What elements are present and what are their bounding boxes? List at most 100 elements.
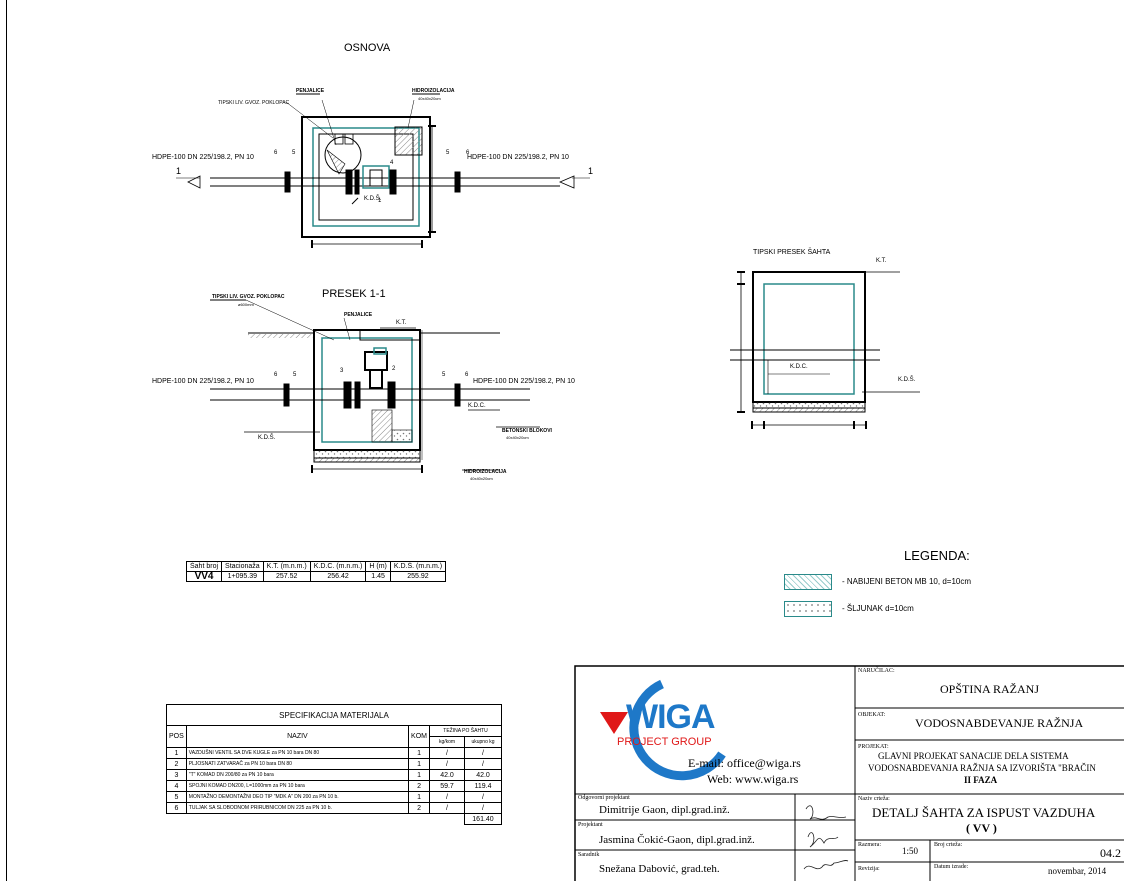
pos-label: 4: [390, 160, 394, 166]
table-row: 2 PLJOSNATI ZATVARAČ za PN 10 bara DN 80…: [166, 758, 502, 770]
table-header-cell: Šaht broj: [185, 561, 223, 572]
lbl-broj: Broj crteža:: [934, 842, 963, 848]
objekat: VODOSNABDEVANJE RAŽNJA: [915, 716, 1084, 730]
table-header-cell: Stacionaža: [221, 561, 264, 572]
kdc-label: K.D.C.: [468, 403, 486, 409]
table-cell: /: [429, 791, 465, 803]
table-cell: PLJOSNATI ZATVARAČ za PN 10 bara DN 80: [185, 758, 410, 770]
svg-text:PENJALICE: PENJALICE: [344, 312, 373, 318]
lbl-razmera: Razmera:: [858, 842, 881, 848]
table-row: 1 VAZDUŠNI VENTIL SA DVE KUGLE za PN 10 …: [166, 747, 502, 759]
wiga-logo: [600, 679, 726, 781]
table-cell: /: [464, 791, 502, 803]
total-spacer: [166, 813, 465, 825]
table-cell: 2: [408, 802, 430, 814]
saradnik: Snežana Dabović, grad.teh.: [599, 863, 720, 875]
shaft-data-table: Šaht broj Stacionaža K.T. (m.n.m.) K.D.C…: [185, 561, 447, 582]
table-cell: 1: [408, 758, 430, 770]
broj-crteza: 04.2: [1100, 846, 1121, 860]
projektant: Jasmina Čokić-Gaon, dipl.grad.inž.: [599, 834, 755, 846]
legend-title: LEGENDA:: [904, 548, 970, 563]
table-cell: VAZDUŠNI VENTIL SA DVE KUGLE za PN 10 ba…: [185, 747, 410, 759]
pos-label: 3: [340, 368, 344, 374]
logo-wiga: WIGA: [626, 698, 716, 736]
svg-text:40x40x20cm: 40x40x20cm: [470, 476, 493, 481]
razmera: 1:50: [902, 846, 919, 856]
table-cell: MONTAŽNO DEMONTAŽNI DEO TIP "MDK A" DN 2…: [185, 791, 410, 803]
total-row: 161.40: [166, 813, 502, 825]
table-cell: 4: [166, 780, 187, 792]
pos-label: 2: [392, 366, 396, 372]
pipe-label-left-plan: HDPE-100 DN 225/198.2, PN 10: [152, 154, 254, 161]
table-cell: /: [464, 802, 502, 814]
datum: novembar, 2014: [1048, 866, 1107, 876]
spec-title: SPECIFIKACIJA MATERIJALA: [166, 704, 502, 726]
typical-section-view: [730, 271, 920, 429]
section-title: PRESEK 1-1: [322, 288, 386, 300]
email: E-mail: office@wiga.rs: [688, 756, 801, 770]
table-cell: SPOJNI KOMAD DN200, L=1000mm za PN 10 ba…: [185, 780, 410, 792]
pos-label: 6: [274, 372, 278, 378]
pipe-label-left-section: HDPE-100 DN 225/198.2, PN 10: [152, 378, 254, 385]
table-row: 4 SPOJNI KOMAD DN200, L=1000mm za PN 10 …: [166, 780, 502, 792]
legend-item: - NABIJENI BETON MB 10, d=10cm: [842, 577, 972, 586]
pos-label: 5: [446, 150, 450, 156]
kds-label: K.D.Š.: [364, 196, 382, 202]
table-cell: 2: [166, 758, 187, 770]
lbl-objekat: OBJEKAT:: [858, 712, 886, 718]
table-cell: 1: [408, 791, 430, 803]
plan-title: OSNOVA: [344, 42, 391, 54]
svg-text:TIPSKI LIV. GVOZ. POKLOPAC: TIPSKI LIV. GVOZ. POKLOPAC: [218, 100, 290, 106]
table-row: 5 MONTAŽNO DEMONTAŽNI DEO TIP "MDK A" DN…: [166, 791, 502, 803]
table-header-cell: K.D.C. (m.n.m.): [309, 561, 367, 572]
col-pos: POS: [166, 725, 187, 748]
spec-title-row: SPECIFIKACIJA MATERIJALA: [166, 704, 502, 726]
total-value: 161.40: [464, 813, 502, 825]
table-row: 3 "T" KOMAD DN 200/80 za PN 10 bara 1 42…: [166, 769, 502, 781]
col-tezina: TEŽINA PO ŠAHTU: [429, 725, 502, 737]
table-cell: "T" KOMAD DN 200/80 za PN 10 bara: [185, 769, 410, 781]
pos-label: 1: [378, 198, 382, 204]
web: Web: www.wiga.rs: [707, 772, 799, 786]
legend-item: - ŠLJUNAK d=10cm: [842, 604, 914, 613]
svg-text:PENJALICE: PENJALICE: [296, 88, 325, 94]
table-cell: 3: [166, 769, 187, 781]
lbl-revizija: Revizija:: [858, 866, 880, 872]
table-cell: 2: [408, 780, 430, 792]
col-ukupno: ukupno kg: [464, 736, 502, 748]
lbl-projektant: Projektant: [578, 822, 603, 828]
pipe-label-right-plan: HDPE-100 DN 225/198.2, PN 10: [467, 154, 569, 161]
spec-header-row: POS NAZIV KOM TEŽINA PO ŠAHTU: [166, 725, 502, 748]
pipe-label-right-section: HDPE-100 DN 225/198.2, PN 10: [473, 378, 575, 385]
lbl-datum: Datum izrade:: [934, 864, 969, 870]
svg-text:TIPSKI LIV. GVOZ. POKLOPAC: TIPSKI LIV. GVOZ. POKLOPAC: [212, 294, 285, 300]
kds-label: K.D.Š.: [258, 435, 276, 441]
logo-project-group: PROJECT GROUP: [617, 736, 712, 748]
svg-text:40x40x20cm: 40x40x20cm: [506, 435, 529, 440]
section-mark-right: 1: [588, 166, 594, 176]
table-cell: 255.92: [389, 571, 447, 582]
col-naziv: NAZIV: [185, 725, 410, 748]
table-cell: /: [429, 802, 465, 814]
lbl-saradnik: Saradnik: [578, 852, 600, 858]
table-cell: TULJAK SA SLOBODNOM PRIRUBNICOM DN 225 z…: [185, 802, 410, 814]
kt-label: K.T.: [396, 320, 407, 326]
svg-text:ø600mm: ø600mm: [238, 302, 254, 307]
pos-label: 6: [466, 150, 470, 156]
svg-text:40x40x20cm: 40x40x20cm: [418, 96, 441, 101]
table-header-cell: K.D.Š. (m.n.m.): [389, 561, 447, 572]
narucilac: OPŠTINA RAŽANJ: [940, 682, 1040, 696]
svg-text:HIDROIZOLACIJA: HIDROIZOLACIJA: [412, 88, 455, 94]
table-header-row: Šaht broj Stacionaža K.T. (m.n.m.) K.D.C…: [185, 561, 447, 572]
kt-label: K.T.: [876, 258, 887, 264]
signatures: [803, 805, 849, 870]
page-border: [6, 0, 7, 881]
table-cell: 6: [166, 802, 187, 814]
kdc-label: K.D.C.: [790, 364, 808, 370]
table-cell: 1: [166, 747, 187, 759]
table-cell: 5: [166, 791, 187, 803]
table-cell: 1: [408, 747, 430, 759]
lbl-projekat: PROJEKAT:: [858, 744, 889, 750]
naziv-line-2: ( VV ): [966, 821, 997, 835]
table-cell: VV4: [185, 571, 223, 582]
